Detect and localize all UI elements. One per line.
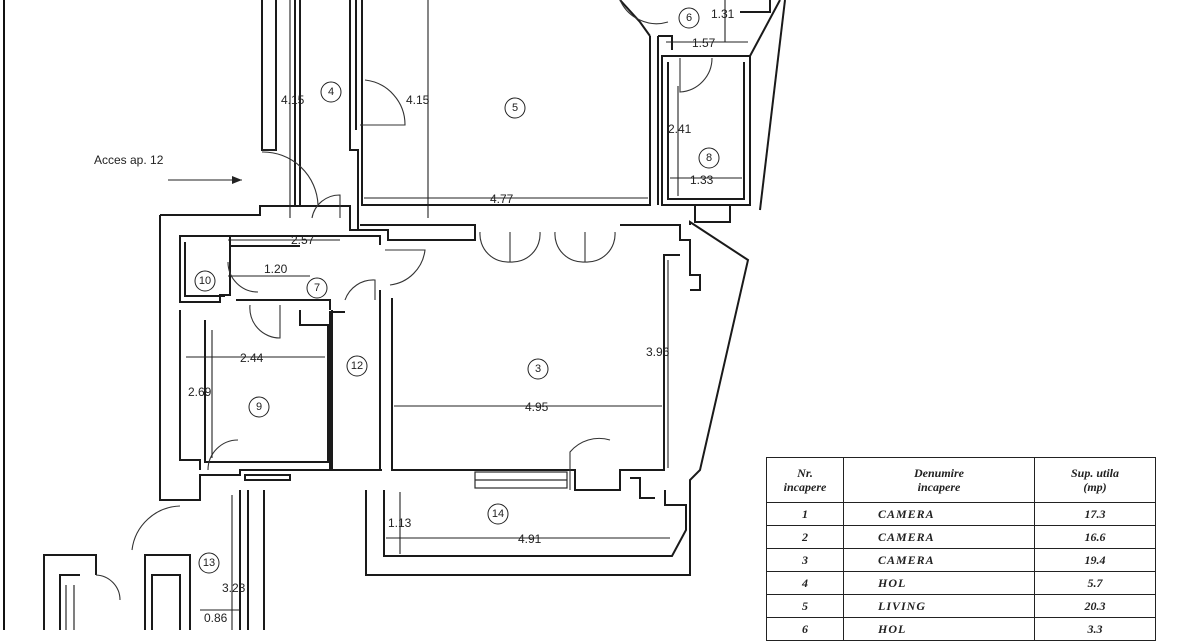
svg-text:12: 12 [351,360,363,372]
svg-text:3: 3 [535,363,541,375]
room-marker-5: 5 [504,97,526,119]
walls-room-5 [361,0,673,206]
doors [95,0,713,601]
svg-text:6: 6 [686,12,692,24]
svg-text:5: 5 [512,102,518,114]
room-marker-12: 12 [346,355,368,377]
room-markers: 4 5 6 8 10 7 12 3 9 14 13 [194,7,720,574]
room-marker-13: 13 [198,552,220,574]
room-marker-4: 4 [320,81,342,103]
dim-3-96: 3.96 [646,345,670,359]
dim-1-57: 1.57 [692,36,716,50]
svg-text:9: 9 [256,401,262,413]
room-marker-14: 14 [487,503,509,525]
dim-2-57: 2.57 [291,233,315,247]
dim-4-77: 4.77 [490,192,514,206]
walls-room-8 [661,0,786,223]
room-marker-8: 8 [698,147,720,169]
svg-text:10: 10 [199,275,211,287]
dim-3-23: 3.23 [222,581,246,595]
room-marker-6: 6 [678,7,700,29]
svg-text:7: 7 [314,282,320,294]
dim-4-95: 4.95 [525,400,549,414]
dim-2-69: 2.69 [188,385,212,399]
dim-1-20: 1.20 [264,262,288,276]
dimension-lines [168,0,748,630]
walls-room-13 [43,490,265,630]
dim-4-15-a: 4.15 [281,93,305,107]
svg-text:4: 4 [328,86,334,98]
header-area: Sup. utila(mp) [1034,457,1156,503]
dim-1-13: 1.13 [388,516,412,530]
dim-1-31: 1.31 [711,7,735,21]
svg-text:14: 14 [492,508,504,520]
svg-text:8: 8 [706,152,712,164]
access-label: Acces ap. 12 [94,153,164,167]
header-nr: Nr.incapere [766,457,844,503]
dim-2-41: 2.41 [668,122,692,136]
walls-rooms-9-10-7 [179,235,381,481]
room-marker-9: 9 [248,396,270,418]
room-marker-7: 7 [306,277,328,299]
dim-4-91: 4.91 [518,532,542,546]
room-marker-10: 10 [194,270,216,292]
dim-2-44: 2.44 [240,351,264,365]
walls-room-3 [159,205,750,576]
room-marker-3: 3 [527,358,549,380]
dim-1-33: 1.33 [690,173,714,187]
dimension-labels: 4.15 4.15 4.77 2.57 1.20 2.44 2.69 1.31 … [188,7,735,625]
walls-room-14 [383,471,687,557]
svg-text:13: 13 [203,557,215,569]
dim-4-15-b: 4.15 [406,93,430,107]
walls-room-4 [261,0,359,230]
dim-0-86: 0.86 [204,611,228,625]
